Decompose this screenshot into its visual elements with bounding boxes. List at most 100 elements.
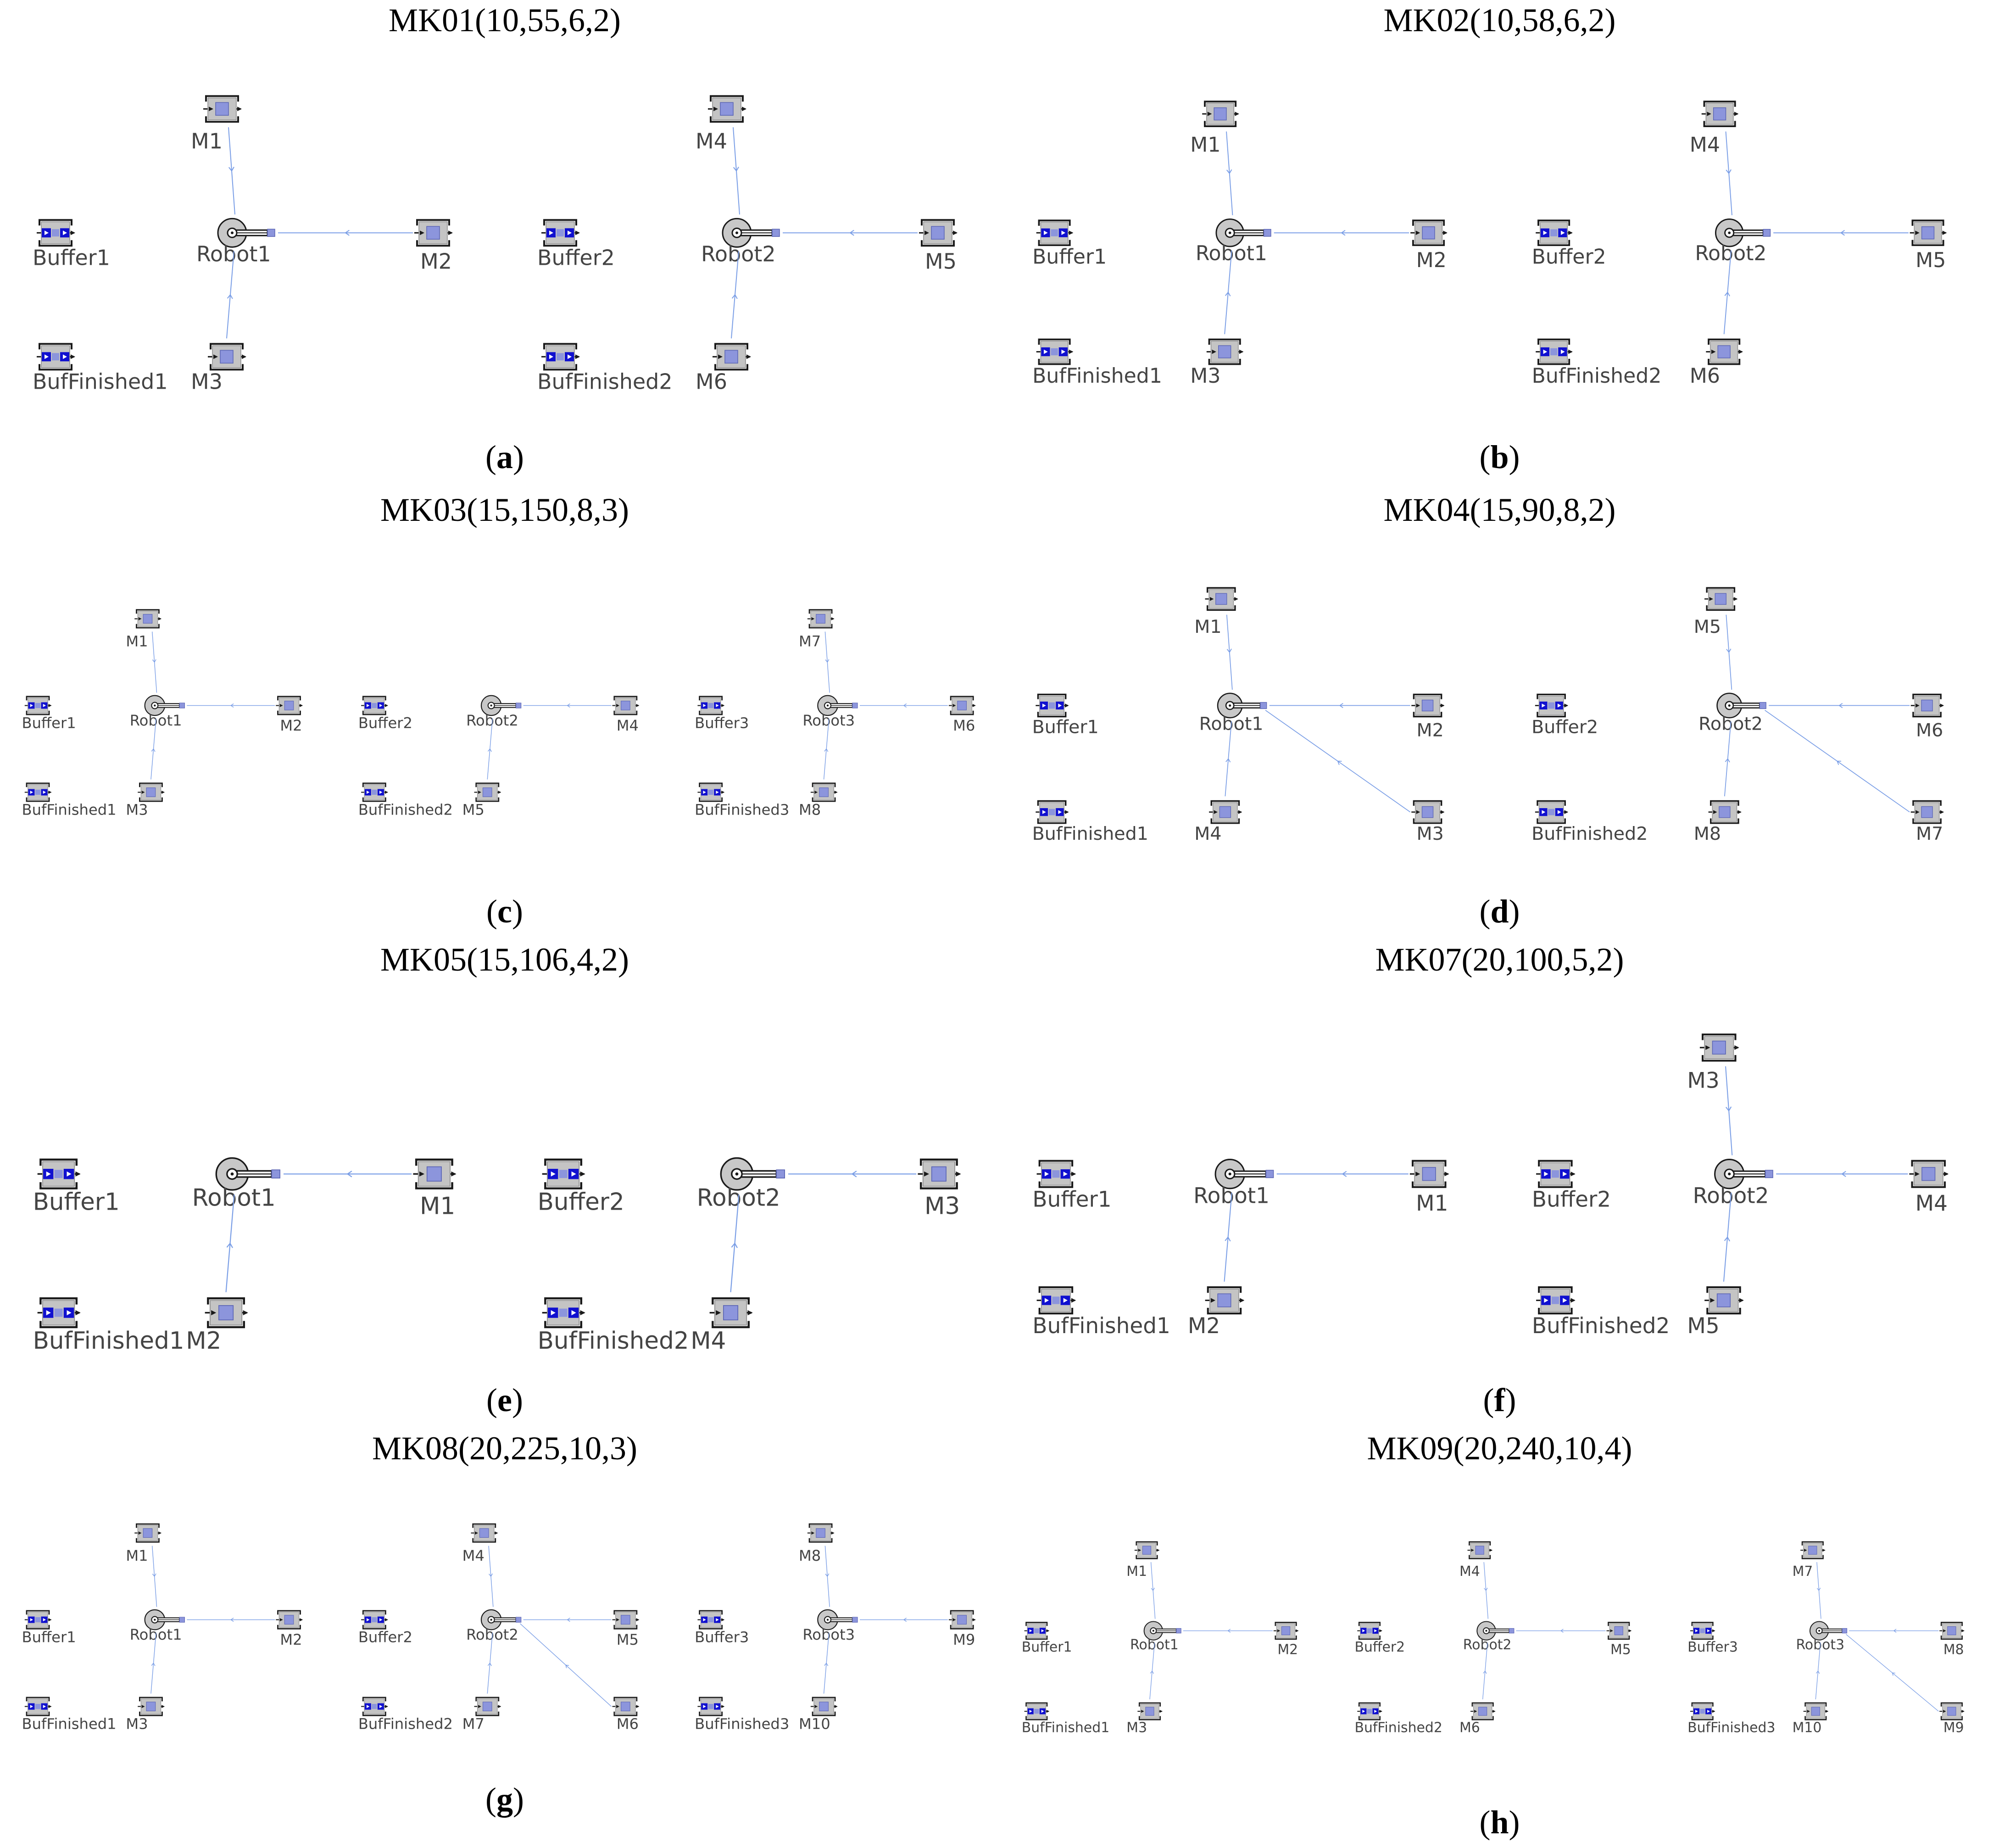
panel-a: MK01(10,55,6,2)(a)Buffer1BufFinished1Rob… <box>33 2 958 475</box>
machine-box <box>276 1610 303 1630</box>
machine-box <box>1800 1541 1826 1559</box>
robot-arm <box>720 1157 785 1191</box>
robot-arm <box>480 1609 522 1630</box>
finished-buffer-box <box>1036 800 1069 824</box>
finished-buffer-label: BufFinished3 <box>695 801 789 818</box>
finished-buffer-box <box>697 1697 725 1716</box>
machine-label: M5 <box>1687 1313 1719 1339</box>
machine-box <box>1470 1702 1496 1720</box>
robot-arm <box>817 1609 858 1630</box>
buffer-box <box>697 1610 725 1630</box>
buffer-label: Buffer2 <box>358 1629 412 1646</box>
link-line <box>1276 1171 1409 1177</box>
link-line <box>1725 1066 1733 1156</box>
machine-box <box>1699 1033 1739 1062</box>
machine-label: M7 <box>1916 823 1943 844</box>
finished-buffer-label: BufFinished2 <box>538 1327 689 1355</box>
buffer-label: Buffer3 <box>695 714 749 731</box>
machine-label: M7 <box>1793 1563 1813 1580</box>
link-line <box>1765 710 1910 813</box>
finished-buffer-label: BufFinished1 <box>22 801 117 818</box>
link-line <box>488 1546 494 1607</box>
robot-arm <box>1217 692 1267 719</box>
link-line <box>1849 1629 1939 1633</box>
link-line <box>783 229 918 236</box>
finished-buffer-box <box>1690 1702 1715 1720</box>
finished-buffer-box <box>1036 338 1074 365</box>
machine-box <box>612 1697 640 1716</box>
link-line <box>487 718 493 780</box>
panel-title: MK08(20,225,10,3) <box>372 1430 637 1467</box>
machine-box <box>1606 1622 1632 1640</box>
machine-label: M10 <box>799 1715 830 1733</box>
link-line <box>1269 703 1410 708</box>
machine-box <box>1411 800 1445 824</box>
machine-box <box>1209 800 1242 824</box>
machine-box <box>709 1297 753 1329</box>
finished-buffer-box <box>1536 1286 1576 1315</box>
link-line <box>523 703 612 708</box>
machine-box <box>807 1523 835 1543</box>
panel-d: MK04(15,90,8,2)(d)Buffer1BufFinished1Rob… <box>1032 491 1944 930</box>
buffer-label: Buffer3 <box>695 1629 749 1646</box>
link-line <box>150 718 156 780</box>
link-line <box>150 1632 156 1694</box>
buffer-box <box>1036 1160 1076 1188</box>
machine-label: M1 <box>191 128 223 153</box>
finished-buffer-label: BufFinished1 <box>1022 1720 1109 1736</box>
link-line <box>487 1632 493 1694</box>
machine-label: M4 <box>690 1327 726 1355</box>
machine-box <box>203 95 242 123</box>
machine-box <box>1939 1702 1965 1720</box>
finished-buffer-label: BufFinished1 <box>1032 1313 1170 1339</box>
machine-label: M2 <box>1416 720 1443 741</box>
finished-buffer-label: BufFinished2 <box>537 369 673 394</box>
link-line <box>788 1170 917 1178</box>
robot-arm <box>144 695 185 716</box>
buffer-label: Buffer3 <box>1687 1639 1738 1655</box>
finished-buffer-box <box>541 343 580 371</box>
machine-box <box>807 609 835 629</box>
buffer-label: Buffer1 <box>33 245 110 270</box>
panel-title: MK02(10,58,6,2) <box>1384 2 1616 39</box>
link-line <box>823 718 830 780</box>
buffer-box <box>697 696 725 715</box>
finished-buffer-label: BufFinished2 <box>1532 364 1662 388</box>
link-line <box>730 1194 740 1292</box>
machine-box <box>276 696 303 715</box>
machine-box <box>1273 1622 1299 1640</box>
buffer-label: Buffer2 <box>1354 1639 1405 1655</box>
machine-label: M1 <box>126 633 148 650</box>
robot-arm <box>217 218 275 248</box>
machine-label: M2 <box>280 1631 302 1648</box>
machine-label: M2 <box>1277 1641 1298 1658</box>
link-line <box>1224 1192 1232 1282</box>
machine-box <box>1910 693 1944 718</box>
panel-title: MK07(20,100,5,2) <box>1375 941 1624 978</box>
link-line <box>824 631 830 693</box>
machine-label: M4 <box>1194 823 1221 844</box>
link-line <box>824 1546 830 1607</box>
machine-box <box>134 609 162 629</box>
machine-label: M3 <box>1190 364 1220 388</box>
finished-buffer-box <box>37 1297 81 1329</box>
machine-label: M2 <box>420 249 452 274</box>
robot-arm <box>144 1609 185 1630</box>
link-line <box>1483 1562 1489 1619</box>
machine-box <box>1202 100 1239 127</box>
robot-arm <box>1143 1621 1181 1641</box>
panel-title: MK05(15,106,4,2) <box>380 941 629 978</box>
machine-box <box>810 782 838 802</box>
buffer-box <box>1535 693 1569 718</box>
machine-label: M6 <box>1459 1720 1480 1736</box>
machine-label: M5 <box>1915 249 1946 272</box>
